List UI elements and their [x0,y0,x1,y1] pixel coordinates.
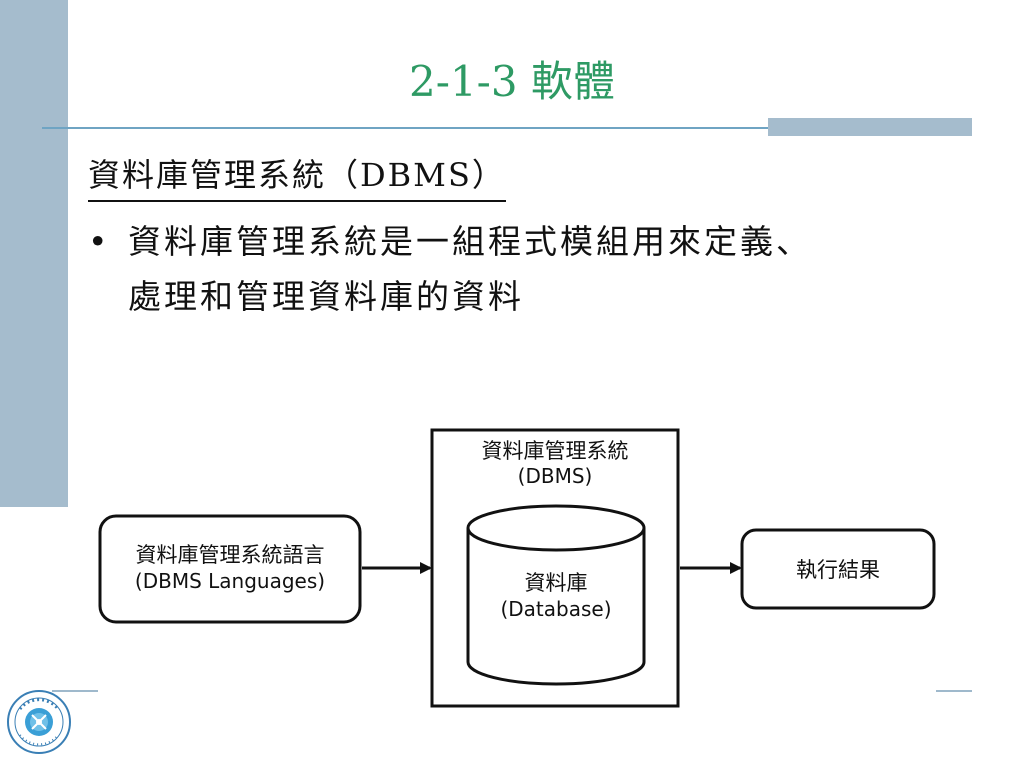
database-sublabel: (Database) [500,597,611,621]
left-accent-bar [0,0,68,507]
dbms-languages-box [98,514,362,624]
bullet-symbol: • [88,222,111,261]
database-cylinder-icon [466,504,646,686]
result-box [740,528,936,610]
footer-rule-left [52,690,98,692]
title-rule-accent [768,118,972,136]
dbms-languages-label: 資料庫管理系統語言 [136,543,325,567]
bullet-text-line1: 資料庫管理系統是一組程式模組用來定義、 [128,222,812,261]
result-label: 執行結果 [796,558,880,582]
dbms-label: 資料庫管理系統 [482,439,629,463]
bullet-item: • 資料庫管理系統是一組程式模組用來定義、 處理和管理資料庫的資料 [88,214,988,324]
university-seal-icon [7,690,71,754]
dbms-languages-sublabel: (DBMS Languages) [135,569,325,593]
title-rule [42,127,972,129]
bullet-text-line2: 處理和管理資料庫的資料 [128,277,524,316]
slide-title: 2-1-3 軟體 [409,57,615,106]
footer-rule-right [936,690,972,692]
subheading: 資料庫管理系統（DBMS） [88,150,506,202]
database-label: 資料庫 [525,571,588,595]
dbms-sublabel: (DBMS) [518,464,593,488]
